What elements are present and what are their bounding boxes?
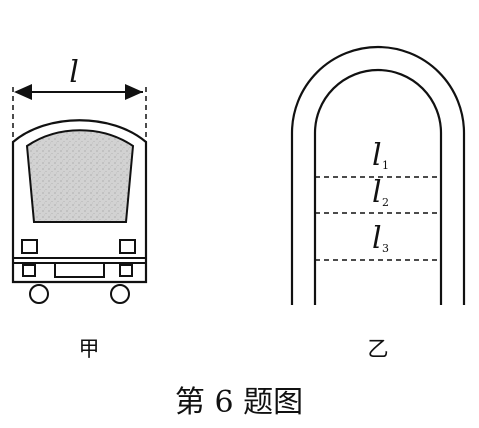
level-label-2: l	[372, 175, 382, 210]
fog-light-left	[22, 264, 36, 277]
caption-yi: 乙	[368, 337, 389, 361]
width-label: l	[69, 55, 79, 90]
license-plate	[54, 262, 105, 278]
vehicle-diagram	[11, 84, 148, 304]
level-label-3: l	[372, 221, 382, 256]
level-subscript-2: 2	[382, 196, 389, 209]
headlight-left	[21, 239, 38, 254]
level-label-1: l	[372, 138, 382, 173]
tunnel-outer-wall	[290, 45, 466, 305]
level-subscript-1: 1	[382, 159, 389, 172]
tunnel-inner-wall	[313, 68, 443, 305]
windshield	[25, 129, 135, 223]
fog-light-right	[119, 264, 133, 277]
headlight-right	[119, 239, 136, 254]
wheel-left	[29, 284, 49, 304]
wheel-right	[110, 284, 130, 304]
figure-caption: 第 6 题图	[175, 385, 303, 420]
tunnel-diagram	[290, 45, 466, 305]
vehicle-body	[11, 119, 148, 284]
level-subscript-3: 3	[382, 242, 389, 255]
caption-jia: 甲	[79, 337, 100, 361]
